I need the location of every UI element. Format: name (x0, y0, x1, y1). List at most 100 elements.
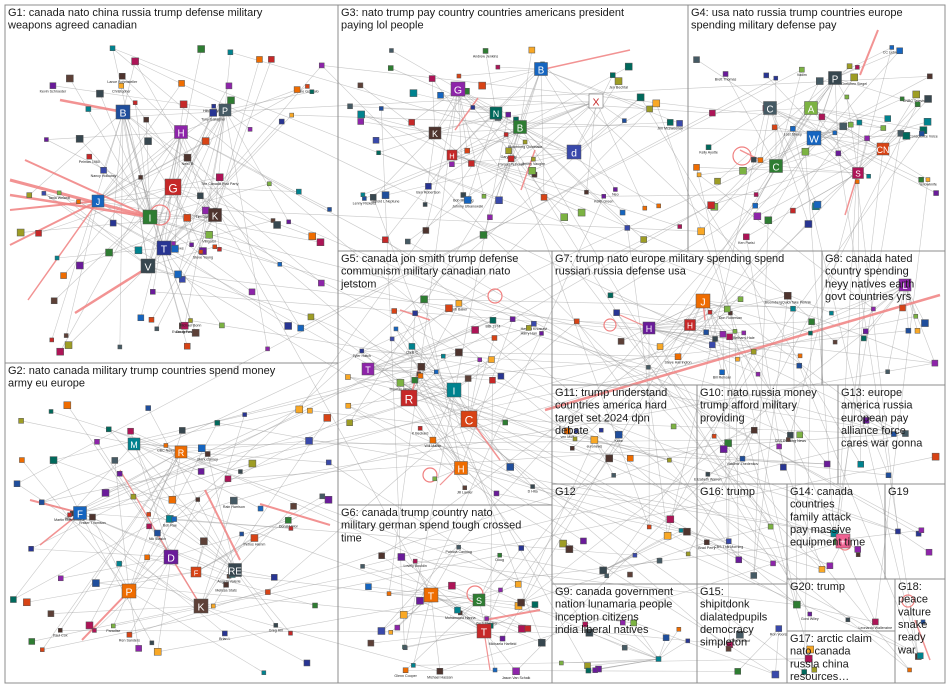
graph-node[interactable] (111, 457, 119, 464)
graph-node[interactable] (856, 119, 863, 126)
graph-node[interactable] (143, 116, 149, 123)
graph-node[interactable] (58, 575, 64, 582)
graph-node[interactable] (509, 316, 516, 322)
graph-node[interactable] (288, 630, 293, 636)
graph-node[interactable]: BBI 1974 (486, 317, 501, 328)
graph-node[interactable]: Rob Baker (450, 300, 468, 311)
graph-node[interactable]: Melissa Stats (215, 582, 237, 592)
graph-node[interactable] (214, 420, 221, 426)
graph-node[interactable] (464, 147, 470, 154)
graph-node[interactable] (896, 47, 903, 55)
graph-node[interactable]: Brian L (219, 630, 231, 641)
graph-node[interactable] (902, 430, 909, 437)
graph-node[interactable] (804, 654, 813, 663)
graph-node[interactable] (13, 480, 21, 487)
graph-node[interactable]: T (423, 587, 439, 603)
graph-node[interactable] (646, 524, 652, 530)
graph-node[interactable]: Petros Hamm (243, 534, 265, 546)
graph-node[interactable] (656, 557, 663, 564)
graph-node[interactable] (171, 516, 177, 522)
graph-node[interactable] (150, 289, 156, 295)
graph-node[interactable] (18, 418, 24, 424)
graph-node[interactable] (574, 318, 580, 325)
graph-node[interactable] (751, 156, 757, 163)
graph-node[interactable]: Patricia Canning (445, 544, 472, 554)
graph-node[interactable] (49, 456, 58, 464)
graph-node[interactable]: Yellowknife (919, 177, 937, 187)
graph-node[interactable] (134, 246, 143, 255)
graph-node[interactable]: CNBC Television (903, 90, 930, 103)
graph-node[interactable] (168, 496, 177, 504)
graph-node[interactable] (921, 319, 929, 327)
graph-node[interactable] (217, 247, 222, 252)
graph-node[interactable]: H (454, 461, 468, 476)
graph-node[interactable] (750, 427, 758, 434)
graph-node[interactable] (416, 597, 424, 605)
graph-node[interactable]: Lance Bohmsteller (107, 72, 138, 84)
graph-node[interactable]: Johnny Utkanowski (452, 196, 483, 208)
graph-node[interactable]: C (769, 159, 783, 174)
graph-node[interactable] (323, 414, 332, 422)
graph-node[interactable] (316, 238, 325, 246)
graph-node[interactable] (607, 292, 614, 299)
graph-node[interactable]: CN (877, 142, 890, 156)
graph-node[interactable] (257, 505, 264, 512)
graph-node[interactable] (714, 177, 721, 185)
graph-node[interactable] (854, 546, 861, 553)
graph-node[interactable] (489, 377, 496, 384)
graph-node[interactable] (268, 56, 275, 63)
graph-node[interactable] (907, 667, 912, 673)
graph-node[interactable] (855, 65, 860, 70)
graph-node[interactable] (394, 624, 401, 631)
graph-node[interactable] (117, 344, 123, 350)
graph-node[interactable] (132, 100, 138, 105)
graph-node[interactable] (627, 455, 634, 462)
graph-node[interactable] (723, 305, 731, 313)
graph-node[interactable]: D Hita (528, 484, 538, 494)
graph-node[interactable] (412, 310, 418, 316)
graph-node[interactable] (755, 371, 761, 377)
graph-node[interactable]: R (400, 389, 418, 406)
graph-node[interactable] (565, 545, 574, 553)
graph-node[interactable] (399, 610, 408, 619)
graph-node[interactable] (737, 296, 744, 302)
graph-node[interactable]: Gord Wiley (801, 611, 819, 621)
graph-node[interactable]: Chris C (406, 343, 418, 354)
graph-node[interactable] (92, 628, 97, 633)
graph-node[interactable] (707, 309, 713, 315)
graph-node[interactable] (577, 208, 586, 217)
graph-node[interactable] (138, 175, 143, 180)
graph-node[interactable] (734, 668, 741, 675)
graph-node[interactable] (327, 207, 332, 212)
graph-node[interactable]: F (73, 506, 87, 521)
graph-node[interactable] (764, 216, 773, 224)
graph-node[interactable] (832, 339, 838, 345)
graph-node[interactable] (428, 75, 436, 82)
graph-node[interactable] (135, 645, 142, 652)
graph-node[interactable] (468, 160, 475, 167)
graph-node[interactable]: Thomas Hillen (389, 379, 412, 391)
graph-node[interactable]: Greg Hill (269, 623, 283, 632)
graph-node[interactable] (585, 629, 594, 637)
graph-node[interactable]: Nik Stasch (149, 529, 166, 541)
graph-node[interactable] (862, 417, 870, 424)
graph-node[interactable] (289, 112, 294, 118)
graph-node[interactable] (146, 512, 152, 517)
graph-node[interactable] (844, 94, 850, 100)
graph-node[interactable] (448, 581, 456, 590)
graph-node[interactable]: J (695, 293, 711, 309)
graph-node[interactable]: K (428, 126, 442, 140)
graph-node[interactable] (627, 571, 633, 578)
graph-node[interactable] (449, 161, 455, 167)
graph-node[interactable] (804, 220, 813, 228)
graph-node[interactable] (767, 523, 774, 530)
graph-node[interactable] (832, 130, 838, 136)
graph-node[interactable]: H (174, 125, 188, 140)
graph-node[interactable] (345, 402, 352, 409)
graph-node[interactable]: Paradise (106, 623, 120, 633)
graph-node[interactable] (808, 318, 815, 325)
graph-node[interactable]: B (513, 120, 527, 135)
graph-node[interactable] (871, 306, 876, 312)
graph-node[interactable] (531, 601, 539, 608)
graph-node[interactable] (642, 205, 648, 211)
